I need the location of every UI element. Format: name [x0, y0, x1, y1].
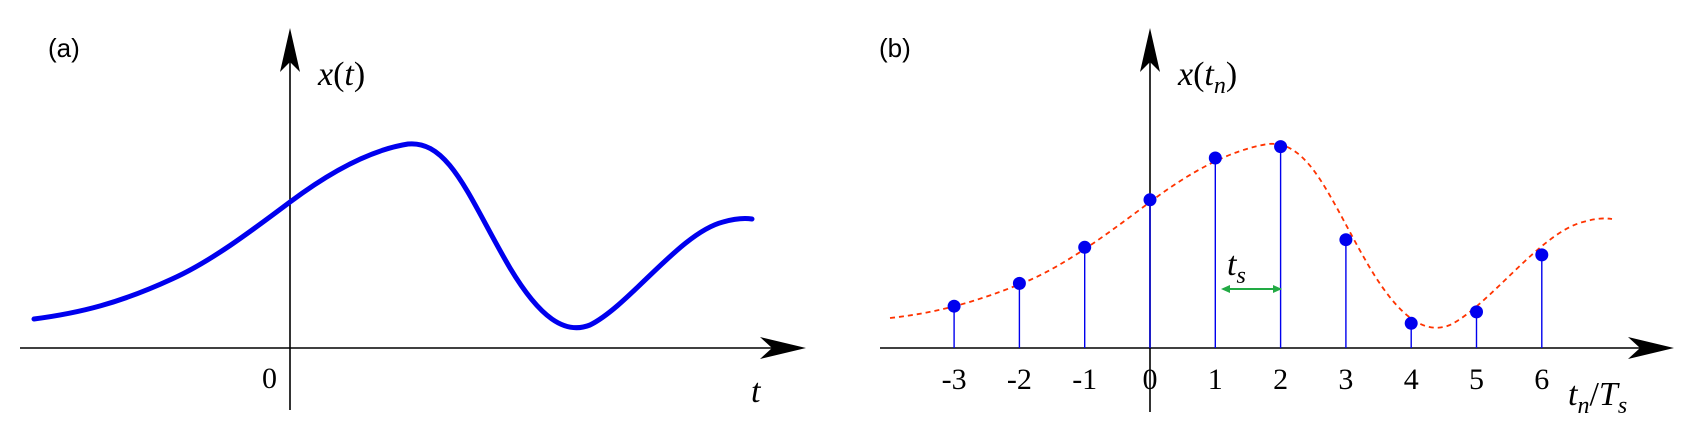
tick-label: 4	[1404, 363, 1419, 396]
panel-b-envelope-curve	[889, 143, 1613, 329]
tick-label: 5	[1469, 363, 1484, 396]
tick-label: 6	[1534, 363, 1549, 396]
panel-b: (b) x(tn) tn/Ts -3 -2 -1 0 1 2 3 4 5 6 ts	[879, 28, 1674, 419]
sample-point	[1535, 248, 1549, 262]
panel-b-x-label: tn/Ts	[1568, 376, 1627, 419]
tick-label: 0	[1143, 363, 1158, 396]
panel-b-samples	[947, 140, 1549, 348]
panel-a-y-arrowhead	[280, 28, 300, 72]
tick-label: 3	[1338, 363, 1353, 396]
tick-label: 2	[1273, 363, 1288, 396]
panel-b-sampling-interval-label: ts	[1227, 246, 1246, 289]
tick-label: -1	[1072, 363, 1097, 396]
panel-a-x-label: t	[751, 373, 762, 410]
panel-b-y-arrowhead	[1140, 28, 1160, 72]
sample-point	[1143, 193, 1157, 207]
tick-label: -3	[942, 363, 967, 396]
tick-label: 1	[1208, 363, 1223, 396]
panel-b-y-label: x(tn)	[1177, 56, 1237, 99]
sample-point	[1404, 316, 1418, 330]
panel-b-x-arrowhead	[1628, 337, 1674, 359]
panel-a-label: (a)	[48, 33, 80, 63]
sample-point	[1339, 233, 1353, 247]
sample-point	[1470, 305, 1483, 319]
panel-a-origin-label: 0	[262, 362, 277, 395]
sample-point	[1012, 276, 1026, 290]
panel-a-x-arrowhead	[760, 337, 806, 359]
sample-point	[947, 299, 961, 313]
sample-point	[1078, 240, 1092, 254]
panel-b-tick-labels: -3 -2 -1 0 1 2 3 4 5 6	[942, 363, 1550, 396]
panel-b-label: (b)	[879, 33, 911, 63]
sample-point	[1208, 151, 1222, 165]
panel-a-y-label: x(t)	[317, 56, 365, 93]
tick-label: -2	[1007, 363, 1032, 396]
sample-point	[1274, 140, 1288, 154]
panel-a-signal-curve	[31, 141, 755, 331]
panel-a: (a) x(t) t 0	[20, 28, 806, 410]
